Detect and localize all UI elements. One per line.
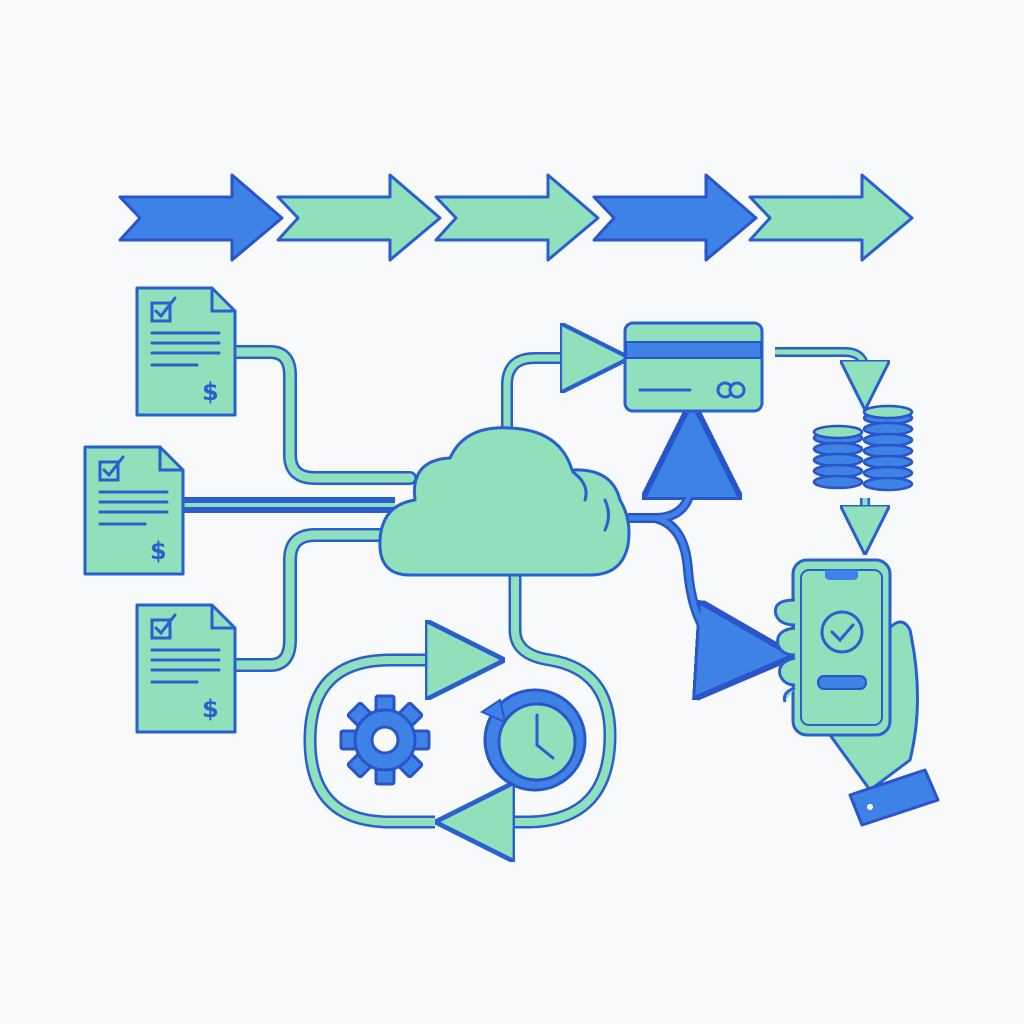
- connector-pipes: [183, 352, 865, 822]
- process-arrow-row: [118, 173, 914, 262]
- gear-icon: [339, 694, 431, 786]
- cloud-icon: [378, 426, 631, 577]
- process-arrow-3: [434, 173, 600, 262]
- dollar-sign: $: [202, 378, 219, 406]
- clock-refresh-icon: [479, 688, 587, 792]
- invoice-document-icon: $: [135, 603, 237, 734]
- credit-card-icon: [623, 321, 764, 413]
- dollar-sign: $: [150, 537, 167, 565]
- coin-stacks-icon: [812, 404, 914, 492]
- invoice-document-icon: $: [83, 445, 185, 576]
- process-arrow-1: [118, 173, 284, 262]
- dollar-sign: $: [202, 695, 219, 723]
- process-arrow-2: [276, 173, 442, 262]
- phone-in-hand-check-icon: [773, 558, 940, 827]
- process-arrow-5: [748, 173, 914, 262]
- process-arrow-4: [592, 173, 758, 262]
- invoice-document-icon: $: [135, 286, 237, 417]
